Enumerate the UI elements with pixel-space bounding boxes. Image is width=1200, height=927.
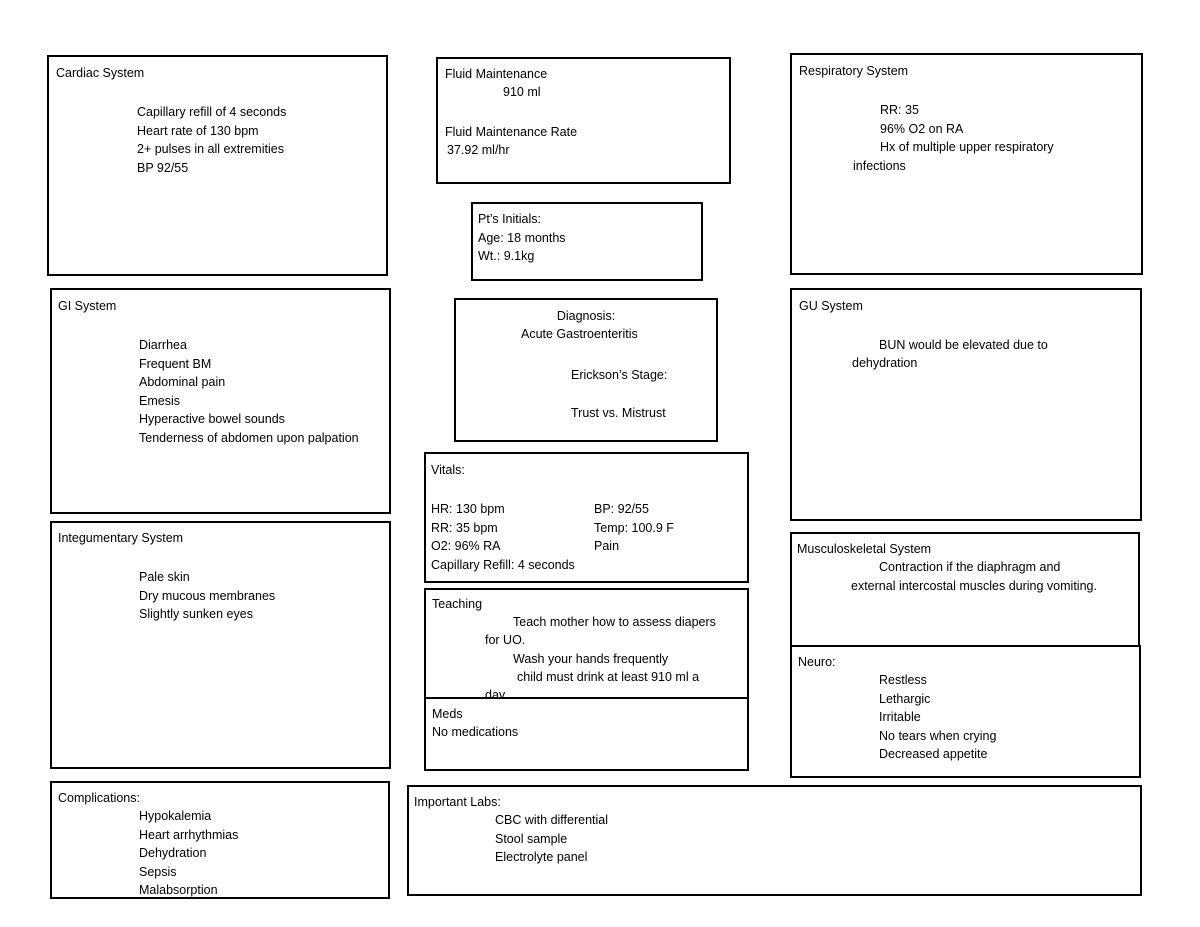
list-item: Electrolyte panel — [495, 850, 588, 864]
list-item: Dry mucous membranes — [139, 588, 276, 603]
list-item: Restless — [879, 673, 927, 687]
complications-list: Hypokalemia Heart arrhythmias Dehydratio… — [139, 807, 239, 897]
patient-info-box: Pt’s Initials: Age: 18 months Wt.: 9.1kg — [471, 202, 703, 281]
cardiac-system-box: Cardiac System Capillary refill of 4 sec… — [47, 55, 388, 276]
list-item: RR: 35 — [880, 103, 919, 117]
cardiac-list: Capillary refill of 4 seconds Heart rate… — [137, 103, 286, 177]
teaching-box: Teaching Teach mother how to assess diap… — [424, 588, 749, 700]
vitals-left-column: HR: 130 bpm RR: 35 bpm O2: 96% RA Capill… — [431, 500, 575, 574]
vitals-box: Vitals: HR: 130 bpm RR: 35 bpm O2: 96% R… — [424, 452, 749, 583]
musculoskeletal-system-box: Musculoskeletal System Contraction if th… — [790, 532, 1140, 648]
list-item: Stool sample — [495, 831, 568, 846]
list-item: Sepsis — [139, 864, 177, 879]
list-item: 2+ pulses in all extremities — [137, 142, 284, 156]
fluid-maintenance-value: 910 ml — [503, 85, 541, 99]
list-item: Decreased appetite — [879, 747, 988, 761]
meds-box: Meds No medications — [424, 697, 749, 771]
neuro-title: Neuro: — [798, 655, 836, 669]
teaching-line-1: Teach mother how to assess diapers — [513, 615, 716, 629]
meds-value: No medications — [432, 725, 519, 739]
vital-resp-rate: RR: 35 bpm — [431, 520, 498, 535]
respiratory-continuation: infections — [853, 159, 906, 173]
gu-system-title: GU System — [799, 299, 863, 313]
gu-line-1: BUN would be elevated due to — [879, 338, 1048, 352]
list-item: Irritable — [879, 710, 921, 724]
patient-initials: Pt’s Initials: — [478, 212, 541, 226]
complications-title: Complications: — [58, 791, 140, 805]
teaching-line-4: child must drink at least 910 ml a — [517, 670, 700, 684]
cardiac-system-title: Cardiac System — [56, 66, 145, 80]
teaching-line-3: Wash your hands frequently — [513, 652, 669, 666]
musculoskeletal-line-1: Contraction if the diaphragm and — [879, 560, 1061, 574]
list-item: Frequent BM — [139, 356, 212, 371]
list-item: Diarrhea — [139, 338, 187, 352]
list-item: Malabsorption — [139, 883, 218, 897]
diagnosis-label: Diagnosis: — [556, 309, 616, 323]
complications-box: Complications: Hypokalemia Heart arrhyth… — [50, 781, 390, 899]
vitals-right-column: BP: 92/55 Temp: 100.9 F Pain — [594, 500, 674, 556]
teaching-line-2: for UO. — [485, 633, 526, 647]
list-item: Hyperactive bowel sounds — [139, 412, 285, 426]
list-item: No tears when crying — [879, 728, 997, 743]
list-item: Tenderness of abdomen upon palpation — [139, 430, 359, 445]
vital-o2: O2: 96% RA — [431, 539, 501, 553]
list-item: Dehydration — [139, 846, 207, 860]
diagnosis-box: Diagnosis: Acute Gastroenteritis Erickso… — [454, 298, 718, 442]
vital-bp: BP: 92/55 — [594, 502, 649, 516]
musculoskeletal-system-title: Musculoskeletal System — [797, 542, 932, 556]
teaching-line-5: day — [485, 688, 506, 700]
list-item: Capillary refill of 4 seconds — [137, 105, 287, 119]
vital-temp: Temp: 100.9 F — [594, 520, 674, 535]
respiratory-system-box: Respiratory System RR: 35 96% O2 on RA H… — [790, 53, 1143, 275]
fluid-rate-title: Fluid Maintenance Rate — [445, 125, 578, 139]
list-item: Emesis — [139, 393, 180, 408]
list-item: Hypokalemia — [139, 809, 212, 823]
list-item: Slightly sunken eyes — [139, 607, 253, 621]
patient-weight: Wt.: 9.1kg — [478, 249, 535, 263]
gu-line-2: dehydration — [852, 356, 918, 370]
list-item: Lethargic — [879, 691, 931, 706]
list-item: CBC with differential — [495, 813, 609, 827]
vital-cap-refill: Capillary Refill: 4 seconds — [431, 557, 575, 572]
gi-list: Diarrhea Frequent BM Abdominal pain Emes… — [139, 336, 359, 447]
gi-system-title: GI System — [58, 299, 117, 313]
vital-pain: Pain — [594, 539, 620, 553]
neuro-box: Neuro: Restless Lethargic Irritable No t… — [790, 645, 1141, 778]
important-labs-title: Important Labs: — [414, 795, 501, 809]
list-item: 96% O2 on RA — [880, 121, 964, 136]
integumentary-list: Pale skin Dry mucous membranes Slightly … — [139, 568, 275, 624]
patient-age: Age: 18 months — [478, 231, 566, 245]
gu-system-box: GU System BUN would be elevated due to d… — [790, 288, 1142, 521]
important-labs-box: Important Labs: CBC with differential St… — [407, 785, 1142, 896]
integumentary-system-title: Integumentary System — [58, 531, 184, 545]
vital-heart-rate: HR: 130 bpm — [431, 502, 505, 516]
list-item: BP 92/55 — [137, 160, 189, 175]
labs-list: CBC with differential Stool sample Elect… — [495, 811, 608, 867]
neuro-list: Restless Lethargic Irritable No tears wh… — [879, 671, 996, 764]
fluid-maintenance-box: Fluid Maintenance 910 ml Fluid Maintenan… — [436, 57, 731, 184]
gi-system-box: GI System Diarrhea Frequent BM Abdominal… — [50, 288, 391, 514]
teaching-title: Teaching — [432, 597, 483, 611]
fluid-maintenance-title: Fluid Maintenance — [445, 67, 548, 81]
vitals-title: Vitals: — [431, 463, 465, 477]
respiratory-system-title: Respiratory System — [799, 64, 909, 78]
erickson-stage-label: Erickson’s Stage: — [571, 368, 668, 382]
erickson-stage-value: Trust vs. Mistrust — [571, 406, 666, 420]
list-item: Pale skin — [139, 570, 190, 584]
musculoskeletal-line-2: external intercostal muscles during vomi… — [851, 579, 1097, 593]
list-item: Hx of multiple upper respiratory — [880, 140, 1054, 154]
integumentary-system-box: Integumentary System Pale skin Dry mucou… — [50, 521, 391, 769]
list-item: Abdominal pain — [139, 375, 226, 389]
diagnosis-value: Acute Gastroenteritis — [521, 327, 638, 341]
respiratory-list: RR: 35 96% O2 on RA Hx of multiple upper… — [880, 101, 1054, 157]
list-item: Heart arrhythmias — [139, 827, 239, 842]
list-item: Heart rate of 130 bpm — [137, 123, 259, 138]
meds-title: Meds — [432, 707, 463, 721]
fluid-rate-value: 37.92 ml/hr — [447, 143, 510, 157]
